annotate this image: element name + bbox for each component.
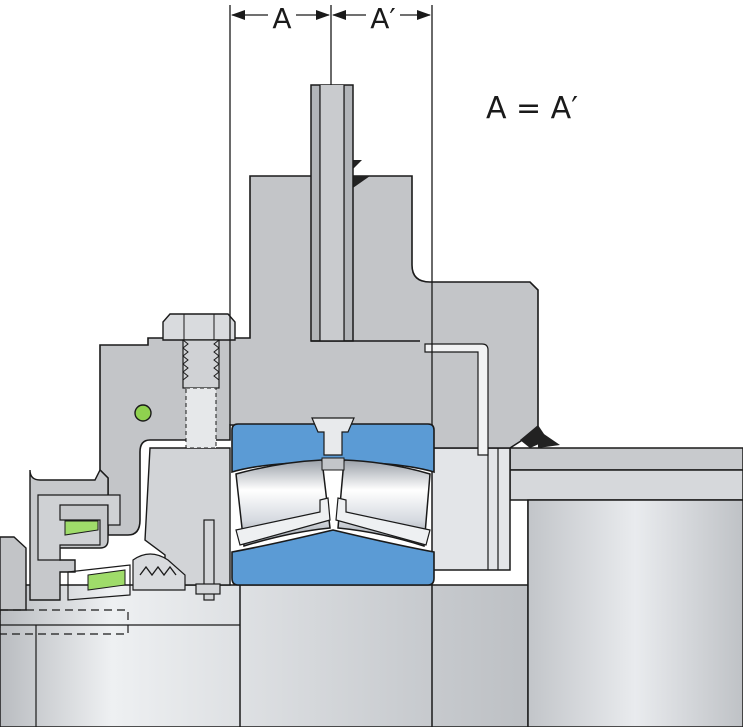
lubrication-duct <box>424 343 489 456</box>
dimension-label-a-prime: A′ <box>370 2 396 35</box>
o-ring <box>134 404 152 422</box>
right-shaft-shoulder <box>431 447 743 727</box>
labyrinth-seal <box>0 494 221 635</box>
central-plate <box>310 84 420 342</box>
dimension-lines <box>229 5 433 425</box>
dimension-label-a: A <box>272 2 291 35</box>
roller-cage <box>235 457 431 546</box>
bearing-inner-ring <box>231 529 435 586</box>
bearing-rollers <box>235 457 431 547</box>
hex-bolt <box>162 313 236 449</box>
equation-label: A = A′ <box>486 91 578 126</box>
